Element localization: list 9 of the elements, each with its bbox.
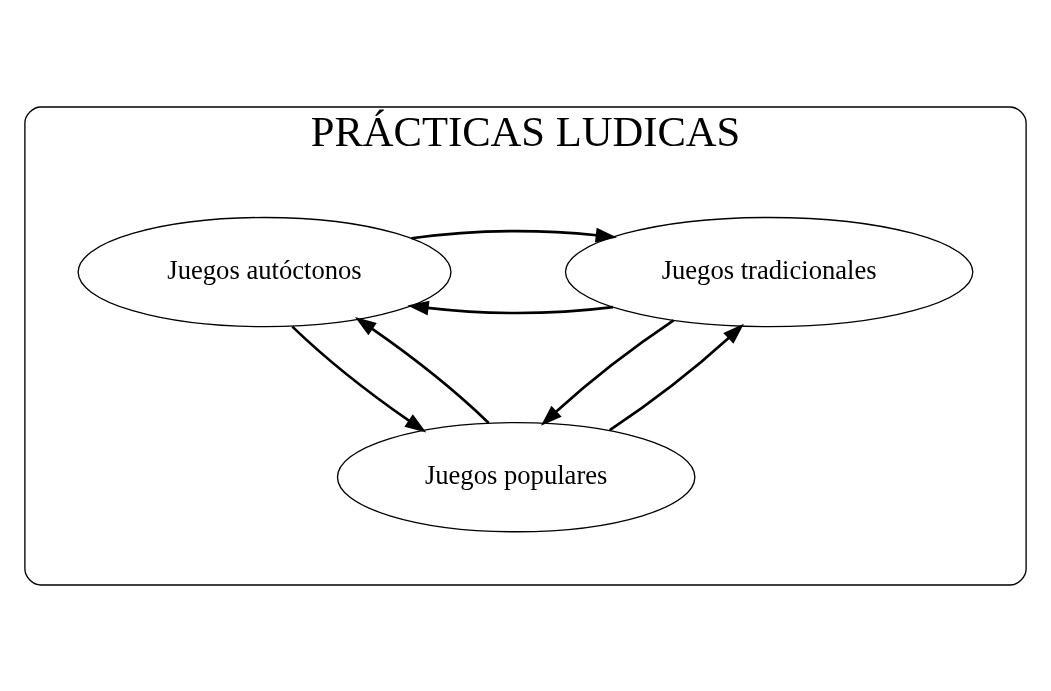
node-ellipse: Juegos populares	[336, 421, 696, 532]
arrow	[407, 300, 614, 315]
node-ellipse: Juegos autóctonos	[77, 216, 452, 327]
arrow	[609, 323, 744, 431]
arrow	[291, 325, 427, 432]
arrow	[411, 227, 617, 243]
arrow	[354, 316, 490, 424]
arrow	[540, 318, 675, 426]
node-ellipse: Juegos tradicionales	[564, 216, 974, 327]
